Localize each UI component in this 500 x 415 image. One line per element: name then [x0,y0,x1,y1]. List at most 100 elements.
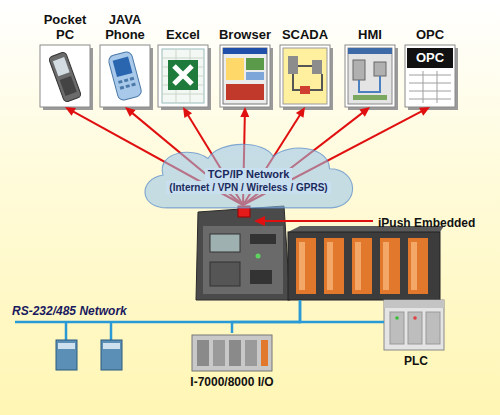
excel-picture [162,49,204,103]
icon-label: HMI [330,4,410,42]
module-label [103,343,120,349]
grid [162,49,204,103]
plc-module [408,312,422,344]
icon-node: Browser [214,4,276,107]
bus-drop [65,322,68,340]
key [125,84,130,88]
grid [409,71,451,103]
browser-picture [223,48,267,104]
key [124,78,129,82]
io-card [245,340,257,366]
tank [288,56,298,74]
panel [226,84,264,100]
network-label: RS-232/485 Network [12,304,127,319]
panel [210,262,240,286]
slot-stripe [383,242,389,290]
led [413,316,417,320]
plc-module [390,312,404,344]
scada-picture [283,48,327,104]
icon-label: Excel [143,4,223,42]
plc-body [384,300,444,350]
io-slot [296,238,316,294]
icon-frames [40,45,458,110]
cpu-face [203,226,283,294]
icon-node: HMI [339,4,401,107]
ctrl-node: iPush Embedded [195,205,440,300]
icon-frame [100,45,150,107]
frame-shadow [161,48,211,110]
led [395,316,399,320]
panel [246,72,264,80]
pump [300,86,310,94]
title-bar [348,48,392,54]
frame-shadow [223,48,273,110]
pipe [359,76,380,92]
arrow-head [183,107,192,118]
logo-x [174,66,192,84]
io-slot [352,238,372,294]
icon-node: Pocket PC [34,4,96,107]
slot-stripe [299,242,305,290]
icon-frame [220,45,270,107]
port [250,234,276,244]
tank [374,62,386,76]
title-bar [223,48,267,54]
arrow-head [240,107,249,117]
icon-node: JAVA Phone [94,4,156,107]
bus-connector [232,300,300,333]
handset [48,51,81,102]
hmi-picture [348,48,392,104]
cloud-node: TCP/IP Network(Internet / VPN / Wireless… [136,140,361,212]
connector-line [232,300,300,333]
display [210,234,240,252]
panel [246,58,264,70]
icon-frame [345,45,395,107]
io-module [56,340,77,370]
key [131,83,136,87]
leader-arrow [264,220,373,222]
io-module [101,340,122,370]
io-card [213,340,225,366]
pocket-pc-picture [48,51,81,102]
arrow-head [65,107,76,116]
key [130,77,135,81]
handset [107,51,142,102]
slot-stripe [355,242,361,290]
label-holder: RS-232/485 Network [12,304,127,319]
bus-connector [300,300,384,322]
io-slot [408,238,428,294]
logo-text: OPC [399,50,461,66]
icon-frame [158,45,208,107]
plc-top [384,300,444,308]
io-card [229,340,241,366]
io-node: I-7000/8000 I/O [180,333,284,393]
icon-frame [280,45,330,107]
keypad [60,76,77,96]
io-card [197,340,209,366]
icon-label: Pocket PC [41,4,89,42]
bar [353,95,387,100]
window [223,48,267,104]
java-phone-picture [107,51,142,102]
rs485-bus [15,322,300,370]
network-title: TCP/IP Network [205,168,293,181]
network-detail: (Internet / VPN / Wireless / GPRS) [166,181,330,194]
icon-label: Browser [205,4,285,42]
bus-drop [110,322,113,340]
screen [283,48,327,104]
plc-node: PLC [384,300,448,372]
frame-shadow [283,48,333,110]
screen [113,57,133,78]
io-unit-picture [192,335,272,371]
icon-node: SCADA [274,4,336,107]
sheet [162,49,204,103]
tank [353,60,365,80]
io-slot [380,238,400,294]
icon-node: Excel [152,4,214,107]
device-label: PLC [384,354,448,368]
arrow-head [359,107,370,117]
key [118,80,123,84]
arrow-head [296,107,305,118]
slot-stripe [327,242,333,290]
